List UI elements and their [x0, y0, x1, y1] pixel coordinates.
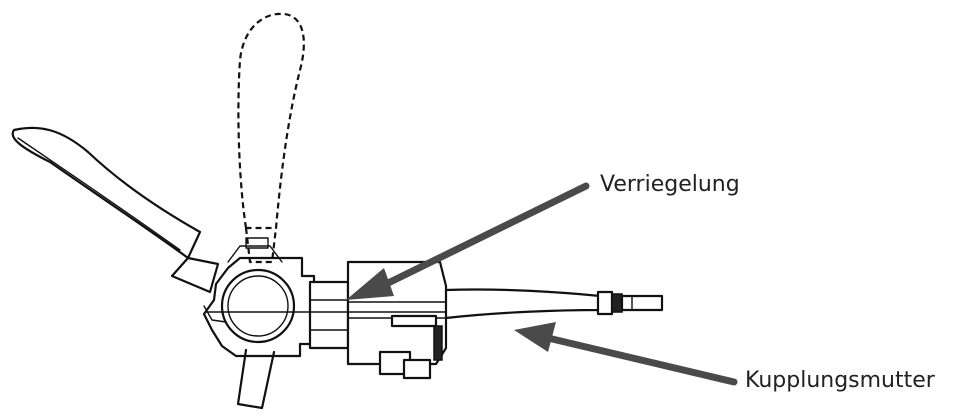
label-kupplungsmutter: Kupplungsmutter: [745, 368, 935, 393]
lower-handle-stub: [236, 348, 276, 410]
arrow-kupplungsmutter: [514, 322, 738, 386]
coupling-tube: [444, 288, 664, 320]
locking-sleeve: [308, 280, 350, 350]
left-handle: [11, 126, 220, 294]
upper-handle-alternate-position: [237, 12, 305, 264]
arrow-verriegelung: [346, 182, 590, 300]
central-hub: [202, 237, 316, 358]
label-verriegelung: Verriegelung: [600, 172, 740, 197]
